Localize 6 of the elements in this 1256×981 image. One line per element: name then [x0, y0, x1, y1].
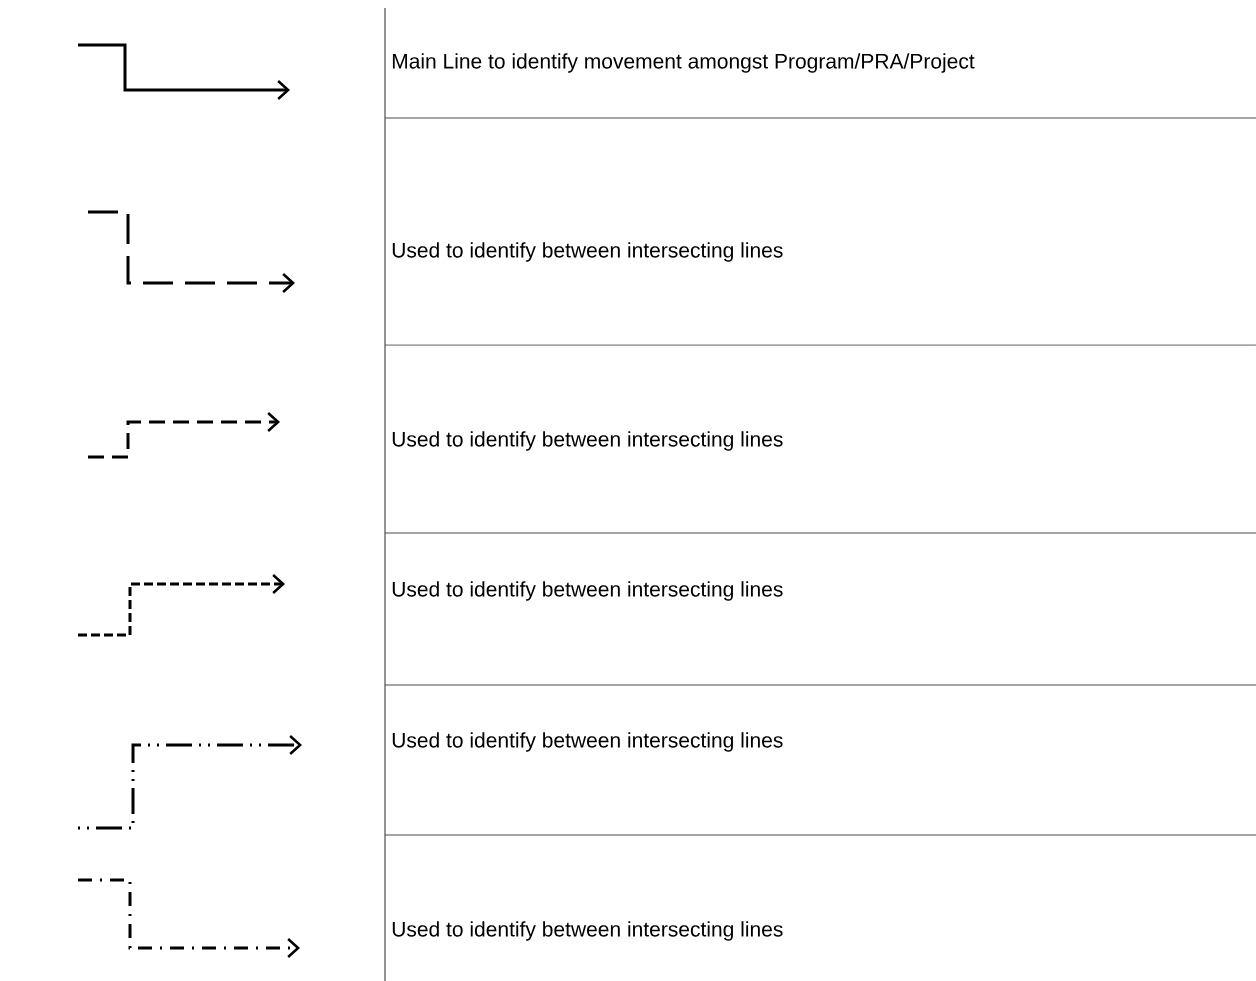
legend-text: Used to identify between intersecting lines — [392, 431, 783, 451]
legend-text: Used to identify between intersecting lines — [392, 921, 783, 941]
legend-text: Used to identify between intersecting lines — [392, 732, 783, 752]
legend-text: Main Line to identify movement amongst Program/PRA/Project — [392, 53, 975, 73]
legend-text: Used to identify between intersecting lines — [392, 242, 783, 262]
legend-text: Used to identify between intersecting lines — [392, 581, 783, 601]
